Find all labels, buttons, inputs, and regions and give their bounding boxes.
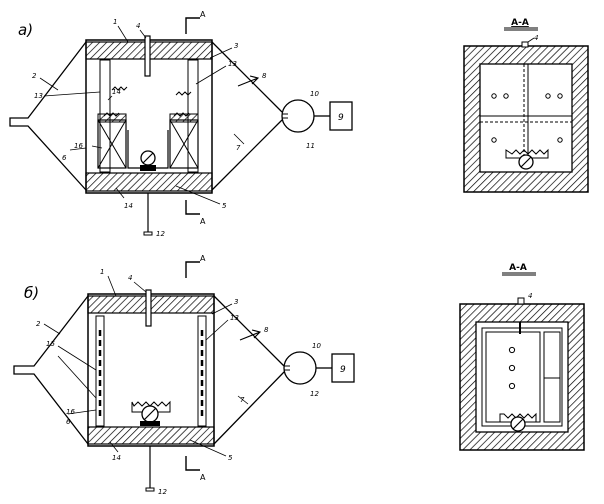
- figure-a-callout-10: 10: [310, 90, 319, 98]
- figure-a-panel-label: a): [18, 21, 33, 39]
- figure-b-callout-3: 3: [234, 298, 238, 306]
- figure-a-callout-16: 16: [74, 142, 83, 150]
- section-b-title: A-A: [509, 263, 527, 273]
- figure-a-motor: [329, 101, 353, 131]
- section-a: A-A 4: [463, 18, 589, 193]
- figure-a-callout-14: 14: [112, 88, 121, 96]
- figure-b-section-mark-bottom-label: A: [200, 473, 206, 482]
- figure-b-left-panel: [95, 315, 105, 427]
- figure-b-panel-label: б): [24, 284, 39, 302]
- figure-b-top-shaft: [145, 289, 152, 327]
- figure-a-coil-right: [175, 91, 192, 96]
- figure-b-heater-coil: [131, 400, 171, 413]
- figure-b-callout-6: 6: [66, 418, 71, 426]
- figure-b-pump: [283, 351, 317, 385]
- figure-a-pump: [281, 99, 315, 133]
- figure-a-right-box: [169, 113, 199, 169]
- figure-b-callout-16: 16: [66, 408, 75, 416]
- section-a-callout-4: 4: [534, 34, 538, 42]
- figure-a-coil-left: [111, 86, 128, 91]
- section-a-top-nub: [521, 41, 529, 48]
- figure-a-section-marker-top: A: [185, 10, 206, 34]
- figure-a-callout-7: 7: [236, 144, 241, 152]
- figure-a-callout-13-left: 13: [34, 92, 43, 100]
- figure-b-callout-13: 13: [230, 314, 239, 322]
- figure-a-callout-12: 12: [156, 230, 165, 238]
- figure-a-callout-9: 9: [338, 113, 344, 123]
- section-a-title: A-A: [511, 18, 529, 28]
- figure-a-top-shaft: [144, 35, 151, 77]
- figure-a-callout-8: 8: [262, 72, 267, 80]
- figure-a-bottom-plate: [85, 172, 213, 192]
- section-b-inner-cavity: [475, 321, 569, 433]
- figure-b-callout-12-right: 12: [310, 390, 319, 398]
- figure-a-callout-1: 1: [113, 18, 117, 26]
- figure-b-section-marker-top: A: [185, 254, 206, 278]
- figure-a: a) A: [9, 10, 353, 238]
- figure-b-bottom-plate: [87, 426, 215, 445]
- figure-b-callout-12-bottom: 12: [158, 488, 167, 496]
- figure-a-callout-11: 11: [306, 142, 315, 150]
- figure-b-callout-8: 8: [264, 326, 269, 334]
- figure-b-callout-15: 15: [46, 340, 55, 348]
- section-b-top-nub: [517, 297, 525, 305]
- figure-a-callout-2: 2: [32, 72, 37, 80]
- figure-b-callout-4: 4: [128, 274, 132, 282]
- figure-a-callout-4: 4: [136, 22, 140, 30]
- figure-a-section-marker-bottom: A: [185, 200, 206, 226]
- figure-a-left-funnel: [9, 41, 87, 191]
- figure-a-callout-3: 3: [234, 42, 238, 50]
- figure-a-inlet-arrow: [237, 75, 260, 87]
- figure-b-leader-lines: [43, 275, 249, 457]
- figure-a-coil-mid-left: [103, 112, 120, 117]
- figure-b-callout-7: 7: [240, 396, 245, 404]
- figure-a-callout-6: 6: [62, 154, 67, 162]
- figure-a-section-mark-bottom-label: A: [200, 217, 206, 226]
- figure-a-callout-5: 5: [222, 202, 227, 210]
- figure-a-right-funnel: [211, 41, 283, 191]
- figure-a-leader-lines: [39, 25, 245, 205]
- figure-a-section-mark-top-label: A: [200, 10, 206, 19]
- figure-b-callout-9: 9: [340, 365, 346, 375]
- figure-b-inlet-arrow: [239, 329, 262, 341]
- figure-b: б) A: [13, 254, 355, 496]
- figure-b-section-mark-top-label: A: [200, 254, 206, 263]
- figure-b-right-funnel: [213, 295, 285, 445]
- figure-b-motor: [331, 353, 355, 383]
- figure-b-callout-10: 10: [312, 342, 321, 350]
- figure-a-left-box: [97, 113, 127, 169]
- figure-b-section-marker-bottom: A: [185, 456, 206, 482]
- section-a-inner-cavity: [479, 63, 573, 173]
- figure-a-coil-mid-right: [173, 112, 190, 117]
- figure-b-callout-2: 2: [36, 320, 41, 328]
- figure-a-callout-14-bottom: 14: [124, 202, 133, 210]
- figure-b-callout-14: 14: [112, 454, 121, 462]
- figure-b-left-funnel: [13, 295, 89, 445]
- figure-a-callout-13-right: 13: [228, 60, 237, 68]
- figure-b-callout-5: 5: [228, 454, 233, 462]
- figure-a-sensor-base: [140, 165, 156, 171]
- figure-b-callout-1: 1: [100, 268, 104, 276]
- section-b-callout-4: 4: [528, 292, 532, 300]
- section-b: A-A 4: [459, 263, 585, 451]
- figure-b-right-panel: [197, 315, 207, 427]
- figure-b-sensor-base: [140, 421, 160, 426]
